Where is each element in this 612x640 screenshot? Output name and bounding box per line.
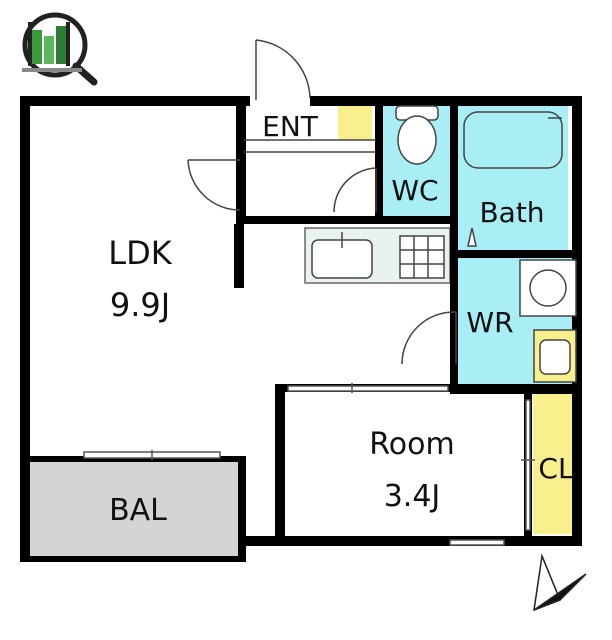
washer-icon <box>519 259 577 317</box>
balcony-area <box>30 460 238 556</box>
closet-area <box>533 394 578 534</box>
logo-icon <box>22 12 98 86</box>
windows <box>83 383 535 546</box>
bath-label: Bath <box>479 196 544 229</box>
floor-step-marker <box>467 227 477 247</box>
bathtub-icon <box>463 111 563 169</box>
entrance-shoebox <box>338 106 372 140</box>
bal-label: BAL <box>109 493 167 528</box>
ldk-label: LDK <box>108 234 172 272</box>
wc-label: WC <box>391 174 438 207</box>
ent-label: ENT <box>262 110 319 143</box>
stove-icon <box>399 235 445 279</box>
cl-label: CL <box>538 452 574 485</box>
toilet-icon <box>395 105 439 165</box>
north-arrow-icon <box>533 553 587 612</box>
ldk-size-label: 9.9J <box>110 286 170 324</box>
sink-icon <box>533 329 577 383</box>
kitchen-sink-icon <box>311 232 373 279</box>
bath-area <box>458 104 568 250</box>
room-size-label: 3.4J <box>384 479 441 514</box>
wr-label: WR <box>466 306 513 339</box>
room-label: Room <box>369 427 454 462</box>
doors <box>187 39 457 365</box>
